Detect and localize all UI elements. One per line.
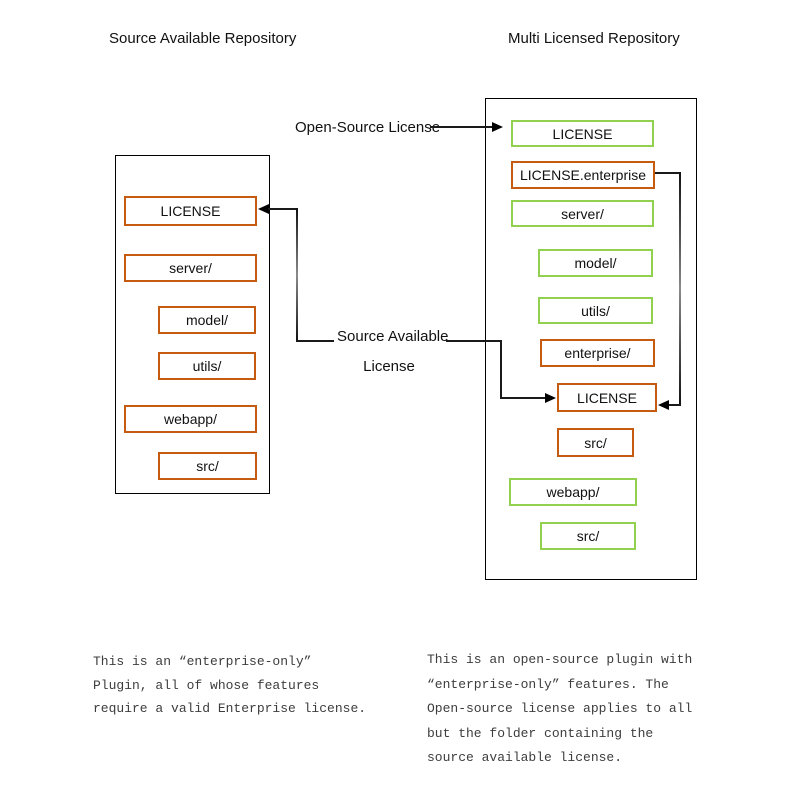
right-node-src: src/ [540,522,636,550]
right-node-webapp: webapp/ [509,478,637,506]
right-node-license-open: LICENSE [511,120,654,147]
left-node-src: src/ [158,452,257,480]
enterprise-license-line-seg2 [679,172,681,406]
right-repo-container [485,98,697,580]
right-node-license-inner: LICENSE [557,383,657,412]
source-available-line-seg4 [446,340,502,342]
source-available-arrowhead-right-icon [545,393,556,403]
right-node-license-enterprise-file: LICENSE.enterprise [511,161,655,189]
left-node-webapp: webapp/ [124,405,257,433]
open-source-license-label: Open-Source License [295,119,441,136]
source-available-label-line2: License [363,358,415,375]
right-node-utils: utils/ [538,297,653,324]
source-available-line-seg1 [268,208,298,210]
source-available-label-line1: Source Available [337,328,449,345]
right-node-server: server/ [511,200,654,227]
left-node-server: server/ [124,254,257,282]
left-repo-caption: This is an “enterprise-only” Plugin, all… [93,654,367,716]
source-available-arrowhead-left-icon [258,204,269,214]
left-node-utils: utils/ [158,352,256,380]
left-node-license: LICENSE [124,196,257,226]
enterprise-license-arrowhead-icon [658,400,669,410]
source-available-line-seg2 [296,208,298,342]
left-repo-container [115,155,270,494]
open-source-arrowhead-icon [492,122,503,132]
right-repo-caption: This is an open-source plugin with “ente… [427,652,693,765]
right-node-model: model/ [538,249,653,277]
right-repo-title: Multi Licensed Repository [508,30,680,47]
open-source-arrow-line [430,126,494,128]
enterprise-license-line-seg1 [655,172,681,174]
source-available-line-seg3 [296,340,334,342]
right-node-src-enterprise: src/ [557,428,634,457]
left-repo-title: Source Available Repository [109,30,297,47]
source-available-line-seg5 [500,340,502,399]
left-node-model: model/ [158,306,256,334]
right-node-enterprise-folder: enterprise/ [540,339,655,367]
source-available-line-seg6 [500,397,546,399]
enterprise-license-line-seg3 [668,404,681,406]
